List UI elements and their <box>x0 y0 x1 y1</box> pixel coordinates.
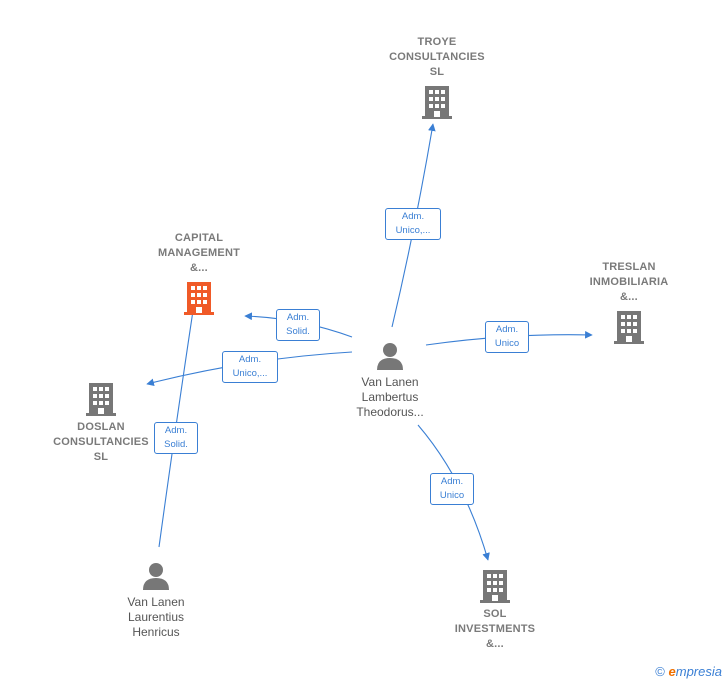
brand-logo-initial: e <box>668 664 676 679</box>
brand-logo-text: mpresia <box>675 664 722 679</box>
company-node-troye[interactable]: TROYE CONSULTANCIES SL <box>376 35 498 120</box>
company-name: DOSLAN CONSULTANCIES SL <box>53 421 149 463</box>
building-icon <box>614 311 644 344</box>
person-name: Van Lanen Laurentius Henricus <box>127 595 185 639</box>
building-icon <box>184 282 214 315</box>
edge-label-to-troye[interactable]: Adm. Unico,... <box>385 208 441 240</box>
company-name: TRESLAN INMOBILIARIA &... <box>589 261 669 303</box>
company-node-capital[interactable]: CAPITAL MANAGEMENT &... <box>138 231 260 316</box>
edge-label-to-doslan[interactable]: Adm. Unico,... <box>222 351 278 383</box>
person-icon <box>143 563 169 590</box>
building-icon <box>480 570 510 603</box>
copyright-icon: © <box>655 664 665 679</box>
company-node-doslan[interactable]: DOSLAN CONSULTANCIES SL <box>40 381 162 465</box>
company-name: CAPITAL MANAGEMENT &... <box>157 232 241 274</box>
company-node-sol[interactable]: SOL INVESTMENTS &... <box>434 568 556 652</box>
edge-label-to-treslan[interactable]: Adm. Unico <box>485 321 529 353</box>
person-node-lambertus[interactable]: Van Lanen Lambertus Theodorus... <box>330 341 450 420</box>
company-name: SOL INVESTMENTS &... <box>454 608 536 650</box>
building-icon <box>86 383 116 416</box>
company-name: TROYE CONSULTANCIES SL <box>389 36 485 78</box>
edge-label-to-sol[interactable]: Adm. Unico <box>430 473 474 505</box>
edge-label-to-capital[interactable]: Adm. Solid. <box>276 309 320 341</box>
brand-footer: © empresia <box>655 664 722 679</box>
building-icon <box>422 86 452 119</box>
person-icon <box>377 343 403 370</box>
person-name: Van Lanen Lambertus Theodorus... <box>356 375 424 419</box>
edge-label-laurentius-to-capital[interactable]: Adm. Solid. <box>154 422 198 454</box>
company-node-treslan[interactable]: TRESLAN INMOBILIARIA &... <box>568 260 690 345</box>
person-node-laurentius[interactable]: Van Lanen Laurentius Henricus <box>96 561 216 640</box>
